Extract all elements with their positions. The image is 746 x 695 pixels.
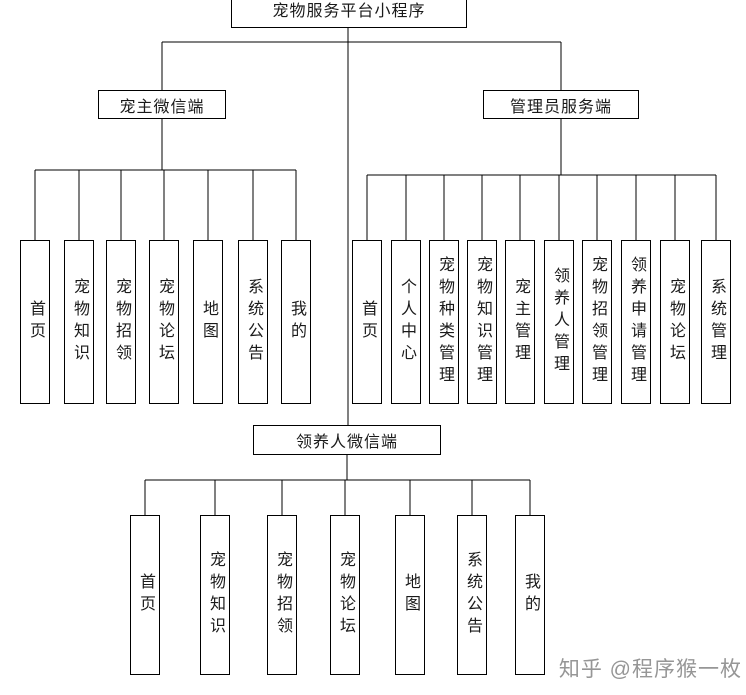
node-owner-system-notice-label: 系统公告: [245, 278, 262, 366]
node-adopter-pet-found: 宠物招领: [267, 515, 297, 675]
node-owner-mine-label: 我的: [288, 300, 305, 344]
node-owner-pet-found: 宠物招领: [106, 240, 136, 404]
node-adopter-mine: 我的: [515, 515, 545, 675]
node-owner-map-label: 地图: [200, 300, 217, 344]
node-admin-home-label: 首页: [359, 300, 376, 344]
root-node-label: 宠物服务平台小程序: [272, 2, 426, 20]
node-admin-pet-found-mgmt: 宠物招领管理: [582, 240, 612, 404]
node-adopter-pet-knowledge: 宠物知识: [200, 515, 230, 675]
root-node: 宠物服务平台小程序: [231, 0, 467, 28]
node-admin-adopter-mgmt-label: 领养人管理: [551, 267, 568, 377]
node-adopter-pet-forum-label: 宠物论坛: [337, 551, 354, 639]
node-admin-system-mgmt: 系统管理: [701, 240, 731, 404]
node-admin-home: 首页: [352, 240, 382, 404]
node-adopter-map-label: 地图: [402, 573, 419, 617]
node-admin-adoption-apply-mgmt-label: 领养申请管理: [628, 256, 645, 388]
node-admin-pet-owner-mgmt: 宠主管理: [505, 240, 535, 404]
node-adopter-home-label: 首页: [137, 573, 154, 617]
node-adopter-pet-forum: 宠物论坛: [330, 515, 360, 675]
node-admin-personal-center-label: 个人中心: [398, 278, 415, 366]
node-owner-pet-knowledge: 宠物知识: [64, 240, 94, 404]
node-admin-pet-type-mgmt: 宠物种类管理: [429, 240, 459, 404]
node-admin-adopter-mgmt: 领养人管理: [544, 240, 574, 404]
node-admin-pet-knowledge-mgmt-label: 宠物知识管理: [474, 256, 491, 388]
node-admin-pet-owner-mgmt-label: 宠主管理: [512, 278, 529, 366]
node-admin-personal-center: 个人中心: [391, 240, 421, 404]
node-owner-home-label: 首页: [27, 300, 44, 344]
node-owner-map: 地图: [193, 240, 223, 404]
node-admin-pet-forum: 宠物论坛: [660, 240, 690, 404]
node-adopter-system-notice-label: 系统公告: [464, 551, 481, 639]
node-admin-adoption-apply-mgmt: 领养申请管理: [621, 240, 651, 404]
branch-admin-label: 管理员服务端: [509, 98, 612, 116]
node-owner-pet-found-label: 宠物招领: [113, 278, 130, 366]
node-admin-pet-type-mgmt-label: 宠物种类管理: [436, 256, 453, 388]
branch-owner-label: 宠主微信端: [119, 98, 205, 116]
node-admin-pet-knowledge-mgmt: 宠物知识管理: [467, 240, 497, 404]
node-owner-system-notice: 系统公告: [238, 240, 268, 404]
branch-admin: 管理员服务端: [483, 90, 639, 119]
node-admin-system-mgmt-label: 系统管理: [708, 278, 725, 366]
branch-owner: 宠主微信端: [98, 90, 226, 119]
node-adopter-pet-knowledge-label: 宠物知识: [207, 551, 224, 639]
node-admin-pet-found-mgmt-label: 宠物招领管理: [589, 256, 606, 388]
node-owner-pet-knowledge-label: 宠物知识: [71, 278, 88, 366]
branch-adopter: 领养人微信端: [253, 425, 441, 455]
node-adopter-home: 首页: [130, 515, 160, 675]
node-owner-home: 首页: [20, 240, 50, 404]
watermark: 知乎 @程序猴一枚: [558, 658, 742, 681]
node-adopter-system-notice: 系统公告: [457, 515, 487, 675]
node-owner-pet-forum: 宠物论坛: [149, 240, 179, 404]
node-admin-pet-forum-label: 宠物论坛: [667, 278, 684, 366]
node-owner-mine: 我的: [281, 240, 311, 404]
node-adopter-mine-label: 我的: [522, 573, 539, 617]
node-owner-pet-forum-label: 宠物论坛: [156, 278, 173, 366]
node-adopter-pet-found-label: 宠物招领: [274, 551, 291, 639]
node-adopter-map: 地图: [395, 515, 425, 675]
branch-adopter-label: 领养人微信端: [295, 434, 398, 451]
